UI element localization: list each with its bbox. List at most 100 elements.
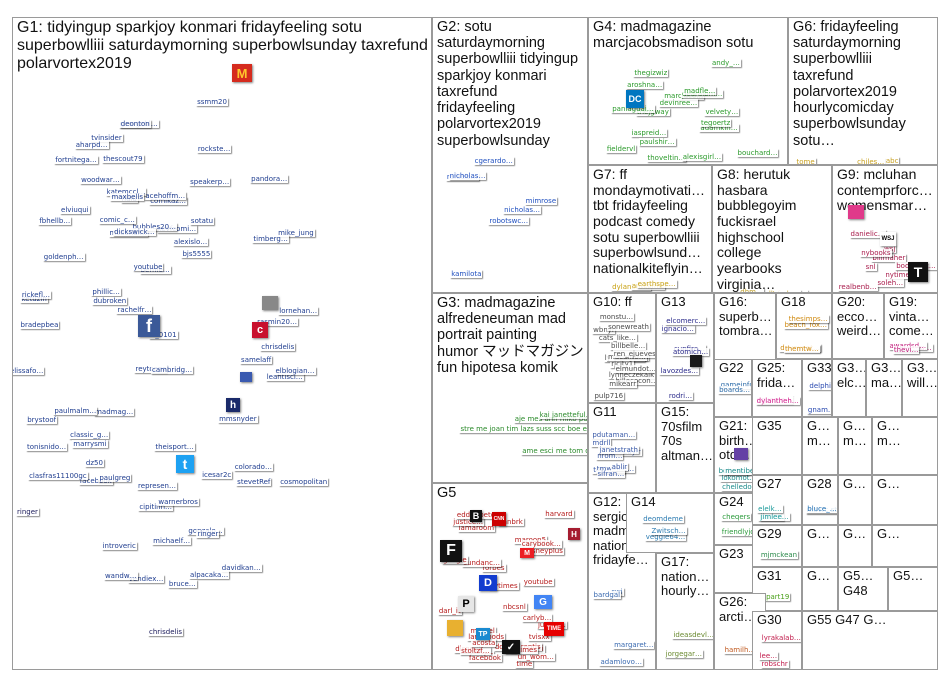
node-label: danielic… xyxy=(849,230,886,239)
node-label: dickswick… xyxy=(113,227,156,236)
marvel-icon: M xyxy=(520,548,534,558)
group-title-g11: G11 xyxy=(593,404,617,419)
node-label: stoltzf… xyxy=(460,646,491,655)
mag-logo-icon xyxy=(690,355,702,367)
group-title-g24: G24 xyxy=(719,494,744,509)
node-label: tonisnido… xyxy=(25,443,68,452)
node-label: deomdeme xyxy=(642,515,684,524)
group-panel-g11: topic516sprycuyirpdutaman…tmwinne…ablirn… xyxy=(588,403,656,493)
node-label: fortnitega… xyxy=(54,156,98,165)
node-label: alexisgirl… xyxy=(681,153,723,162)
node-label: cnnbrk xyxy=(497,518,524,527)
group-panel-g4e: G… xyxy=(872,525,938,567)
node-label: tome xyxy=(795,158,816,165)
node-label: kai janetteful… xyxy=(538,410,587,419)
node-label: lamaroom xyxy=(457,524,496,533)
node-label: dhm… xyxy=(739,288,764,292)
node-label: lee… xyxy=(758,652,779,661)
node-label: comikaz… xyxy=(149,197,187,206)
node-label: ignacio… xyxy=(660,325,695,334)
node-label: thetimes xyxy=(505,646,538,655)
node-label: wbnyl xyxy=(592,325,615,334)
group-panel-g8: fgrove…alltanda…dhm…G8: herutuk hasbara … xyxy=(712,165,832,293)
node-label: gnam… xyxy=(806,405,831,414)
group-title-g30: G30 xyxy=(757,612,782,627)
node-label: tegoertz xyxy=(699,118,732,127)
node-label: cipitinn… xyxy=(138,503,174,512)
node-label: iaspreid… xyxy=(630,129,668,138)
node-label: rjcity1 xyxy=(610,360,635,369)
node-label: paulshir… xyxy=(638,137,676,146)
node-label: andy_… xyxy=(711,58,741,67)
node-label: ame esci me tom dos the beli atla nicola… xyxy=(521,447,587,456)
node-label: elcomerc… xyxy=(665,317,707,325)
node-label: janetstrath xyxy=(598,446,639,455)
node-label: lyrakalab… xyxy=(760,634,801,643)
node-label: beach_fox… xyxy=(783,320,829,329)
cocacola-icon: c xyxy=(252,322,268,338)
node-label: mentibe… xyxy=(724,467,763,476)
node-label: lavozdes… xyxy=(659,367,700,376)
group-title-g47: G55 G47 G… xyxy=(807,612,887,627)
node-label: acehoffm… xyxy=(144,191,187,200)
flag-icon xyxy=(240,372,252,382)
mcdonalds-icon: M xyxy=(232,64,252,82)
group-panel-g5r: G5… xyxy=(888,567,938,611)
node-label: marrysmi xyxy=(72,440,108,449)
node-label: clipart19 xyxy=(757,593,791,602)
group-title-g7: G7: ff mondaymotivati… tbt fridayfeeling… xyxy=(593,166,706,277)
node-label: carybook… xyxy=(520,540,562,549)
group-panel-g7: dylanbro…antcomicearthspe…G7: ff mondaym… xyxy=(588,165,712,293)
node-label: harvard xyxy=(544,509,574,518)
node-label: davidkan… xyxy=(220,564,262,573)
group-title-g2: G2: sotu saturdaymorning superbowlliii t… xyxy=(437,19,579,149)
node-label: jorgegar… xyxy=(664,650,703,659)
group-panel-g48: G5… G48 xyxy=(838,567,888,611)
node-label: adamlovo… xyxy=(599,657,643,666)
group-title-g3z: G3… will… xyxy=(907,360,938,390)
node-label: rachelfr… xyxy=(116,306,153,315)
node-label: bluce_… xyxy=(806,504,837,513)
node-label: wandw… xyxy=(103,572,138,581)
node-label: bjs5555 xyxy=(181,250,212,259)
group-panel-g33: delphine…gnam…G33 xyxy=(802,359,832,417)
node-label: fbhellb… xyxy=(38,216,72,225)
node-label: bardgal xyxy=(592,591,622,600)
nyt-icon: T xyxy=(908,262,928,282)
node-label: sotatu xyxy=(189,217,215,226)
group-panel-g4a: G… xyxy=(838,475,872,525)
node-label: ff_0101 xyxy=(149,331,178,340)
group-title-g27: G27 xyxy=(757,476,782,491)
node-label: ringer xyxy=(196,530,220,539)
node-label: youtube xyxy=(522,577,554,586)
node-label: nicholas… xyxy=(503,206,542,215)
group-title-g31: G31 xyxy=(757,568,782,583)
group-title-g5r: G5… xyxy=(893,568,924,583)
node-label: soleh… xyxy=(876,279,905,288)
group-panel-g4c: G… xyxy=(802,525,838,567)
group-title-g4c: G… xyxy=(807,526,831,541)
node-label: nicholas… xyxy=(448,172,487,181)
node-label: lynneczekajk xyxy=(607,371,655,379)
node-label: monstu… xyxy=(598,312,635,321)
group-panel-g4b: G… xyxy=(872,475,938,525)
node-label: classic_g… xyxy=(69,430,110,439)
node-label: stre me joan tim lazs suss scc boe enkre… xyxy=(459,425,587,434)
node-label: margaret… xyxy=(613,641,655,650)
node-label: nytimesb… xyxy=(884,270,926,279)
group-panel-g20: G20: ecco… weird… xyxy=(832,293,884,359)
twitch-icon xyxy=(734,448,748,460)
group-panel-g3y: G3… ma… xyxy=(866,359,902,417)
node-label: dylantheh… xyxy=(755,397,800,406)
group-panel-g3x: G3… elc… xyxy=(832,359,866,417)
node-label: realbenb… xyxy=(837,283,878,292)
node-label: billbelle… xyxy=(610,341,647,350)
group-title-g1: G1: tidyingup sparkjoy konmari fridayfee… xyxy=(17,19,428,72)
node-label: vendiex… xyxy=(127,574,165,583)
node-label: theisport… xyxy=(154,442,195,451)
node-label: elelk… xyxy=(757,504,783,513)
node-label: thoveltin… xyxy=(646,154,687,163)
group-title-g26: G26: arcti… xyxy=(719,594,757,624)
group-title-g14: G14 xyxy=(631,494,656,509)
